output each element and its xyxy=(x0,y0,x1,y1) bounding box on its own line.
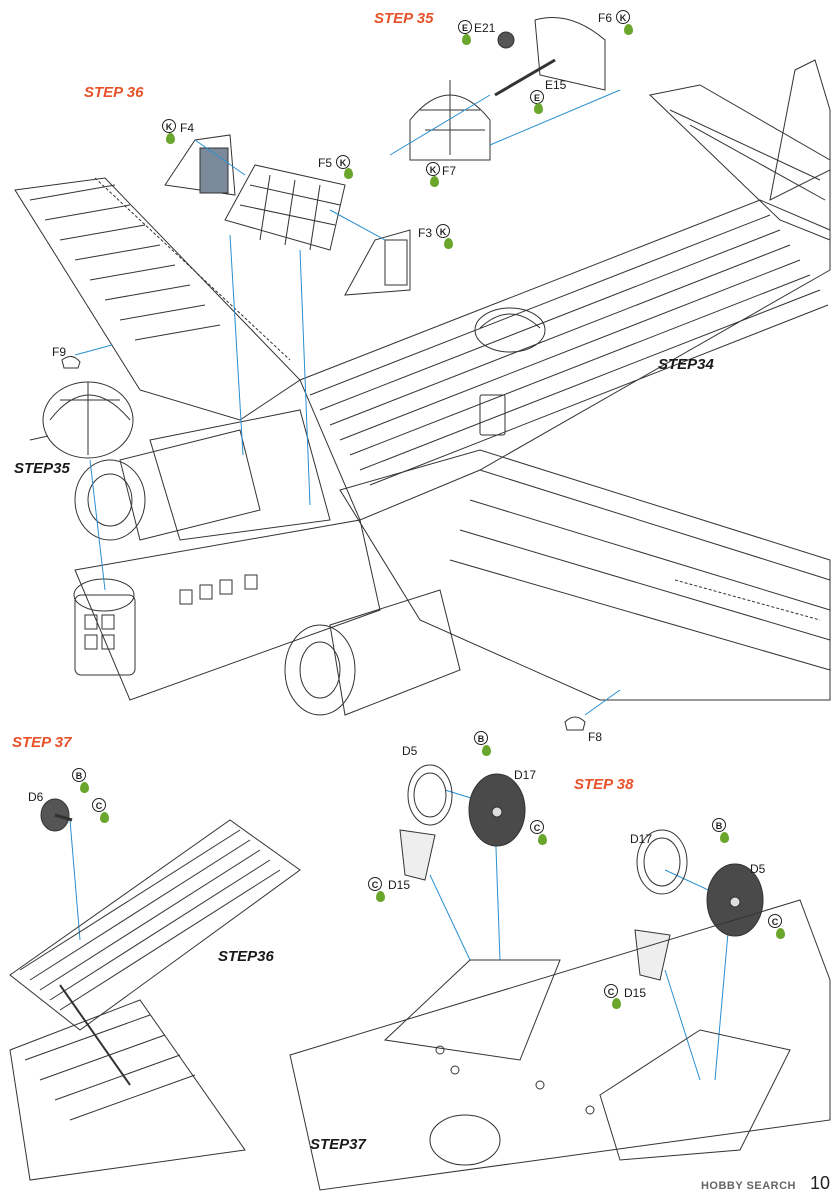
paint-k-badge: K xyxy=(436,224,450,238)
paint-k-badge: K xyxy=(616,10,630,24)
step36-label: STEP36 xyxy=(218,948,274,965)
paint-e-badge: E xyxy=(458,20,472,34)
small-parts xyxy=(61,356,586,731)
paint-drop-icon xyxy=(80,782,89,793)
paint-drop-icon xyxy=(344,168,353,179)
paint-b-badge: B xyxy=(474,731,488,745)
part-d5: D5 xyxy=(402,744,418,758)
part-e15: E15 xyxy=(545,78,567,92)
part-d5: D5 xyxy=(750,862,766,876)
paint-drop-icon xyxy=(776,928,785,939)
part-d17: D17 xyxy=(630,832,653,846)
step37-label: STEP37 xyxy=(310,1136,366,1153)
tail-detail xyxy=(9,819,301,1181)
paint-drop-icon xyxy=(166,133,175,144)
step37-banner: STEP 37 xyxy=(6,734,71,762)
step35-label: STEP35 xyxy=(14,460,70,477)
lower-wing-engines xyxy=(289,899,831,1191)
part-f9: F9 xyxy=(52,345,67,359)
d6-part xyxy=(40,798,73,832)
assembly-arrows xyxy=(69,89,731,1081)
part-f6: F6 xyxy=(598,11,613,25)
part-d17: D17 xyxy=(514,768,537,782)
paint-drop-icon xyxy=(462,34,471,45)
part-f3: F3 xyxy=(418,226,433,240)
paint-drop-icon xyxy=(720,832,729,843)
step38-banner: STEP 38 xyxy=(568,776,633,804)
engine-nacelles xyxy=(74,429,461,716)
fuselage-outline xyxy=(74,199,831,701)
part-d15: D15 xyxy=(624,986,647,1000)
nose-turret xyxy=(73,574,258,676)
paint-drop-icon xyxy=(534,103,543,114)
part-e21: E21 xyxy=(474,21,496,35)
paint-drop-icon xyxy=(430,176,439,187)
page-number: 10 xyxy=(809,1173,830,1193)
paint-drop-icon xyxy=(100,812,109,823)
paint-b-badge: B xyxy=(72,768,86,782)
left-wing-outline xyxy=(14,177,301,421)
paint-c-badge: C xyxy=(92,798,106,812)
watermark: HOBBY SEARCH xyxy=(700,1180,796,1192)
step38-wheels xyxy=(634,829,764,981)
part-f5: F5 xyxy=(318,156,333,170)
paint-c-badge: C xyxy=(768,914,782,928)
turret-parts-top xyxy=(409,17,606,161)
paint-drop-icon xyxy=(376,891,385,902)
step36-banner: STEP 36 xyxy=(78,84,143,112)
paint-c-badge: C xyxy=(368,877,382,891)
step34-label: STEP34 xyxy=(658,356,714,373)
cockpit-parts xyxy=(164,134,411,296)
paint-c-badge: C xyxy=(604,984,618,998)
paint-drop-icon xyxy=(624,24,633,35)
paint-k-badge: K xyxy=(426,162,440,176)
paint-b-badge: B xyxy=(712,818,726,832)
paint-drop-icon xyxy=(538,834,547,845)
paint-e-badge: E xyxy=(530,90,544,104)
paint-k-badge: K xyxy=(162,119,176,133)
part-f7: F7 xyxy=(442,164,457,178)
paint-drop-icon xyxy=(444,238,453,249)
paint-drop-icon xyxy=(482,745,491,756)
left-turret xyxy=(29,381,134,459)
paint-drop-icon xyxy=(612,998,621,1009)
step37-wheels xyxy=(399,764,526,881)
tail-wing-outline xyxy=(648,59,831,241)
dorsal-turret-top xyxy=(474,307,546,353)
paint-k-badge: K xyxy=(336,155,350,169)
right-wing-outline xyxy=(339,449,831,701)
part-f4: F4 xyxy=(180,121,195,135)
part-f8: F8 xyxy=(588,730,603,744)
part-d6: D6 xyxy=(28,790,44,804)
paint-c-badge: C xyxy=(530,820,544,834)
step35-banner: STEP 35 xyxy=(368,10,433,38)
part-d15: D15 xyxy=(388,878,411,892)
